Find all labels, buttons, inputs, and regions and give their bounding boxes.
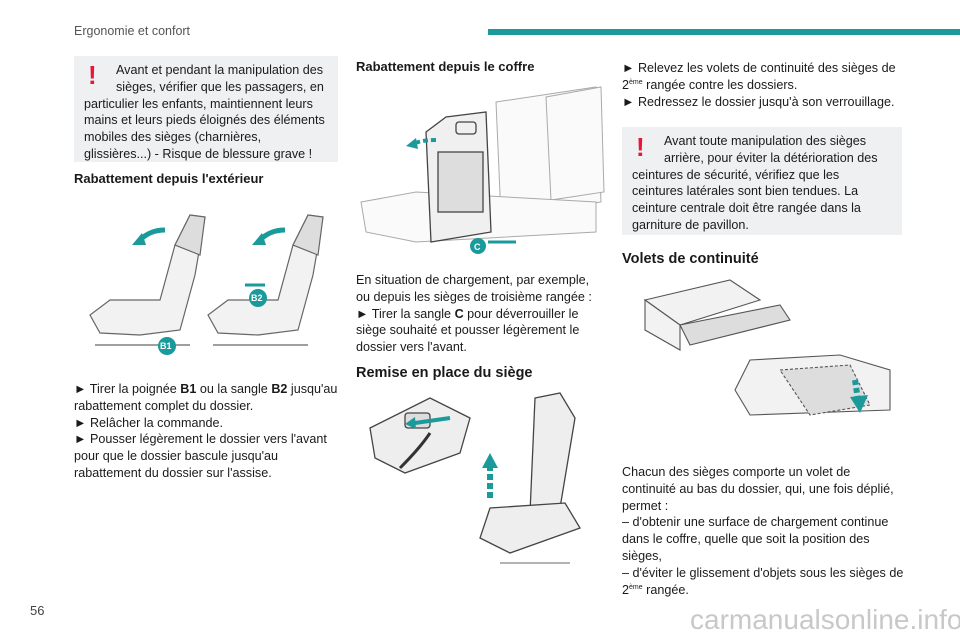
warning-text: ceintures de sécurité, vérifiez que les … [632,167,861,232]
section-heading: Rabattement depuis l'extérieur [74,171,264,186]
label-c: C [474,242,481,252]
section-heading: Remise en place du siège [356,365,533,381]
section-heading: Rabattement depuis le coffre [356,59,535,74]
list-item: – d'obtenir une surface de chargement co… [622,515,889,563]
instructions-exterior: ► Tirer la poignée B1 ou la sangle B2 ju… [74,381,340,482]
illustration-continuity-flaps [643,279,891,416]
section-heading: Volets de continuité [622,251,759,267]
step: ► Tirer la poignée B1 ou la sangle B2 ju… [74,382,338,413]
illustration-exterior-fold: B1 B2 [89,214,324,355]
step: ► Redressez le dossier jusqu'à son verro… [622,94,895,109]
label-b2: B2 [251,293,263,303]
illustration-seat-reposition [369,392,581,564]
warning-icon: ! [636,132,645,162]
section-title: Ergonomie et confort [74,24,191,38]
list-item: – d'éviter le glissement d'objets sous l… [622,565,904,597]
warning-box: ! Avant toute manipulation des sièges ar… [622,127,902,235]
paragraph: Chacun des sièges comporte un volet de c… [622,465,894,513]
warning-box: ! Avant et pendant la manipulation des s… [74,56,338,162]
step: ► Tirer la sangle C pour déverrouiller l… [356,306,580,355]
header-accent-bar [488,29,960,35]
illustration-trunk-fold: C [360,86,605,254]
warning-text: Avant toute manipulation des sièges [664,134,867,148]
continuity-description: Chacun des sièges comporte un volet de c… [622,464,906,598]
step: ► Relevez les volets de continuité des s… [622,61,896,92]
warning-text: Avant et pendant la manipulation des [116,63,324,77]
step: ► Pousser légèrement le dossier vers l'a… [74,432,327,480]
warning-icon: ! [88,60,97,90]
warning-text: particulier les enfants, maintiennent le… [84,96,325,161]
label-b1: B1 [160,341,172,351]
paragraph: En situation de chargement, par exemple,… [356,273,592,304]
warning-text: arrière, pour éviter la détérioration de… [664,150,878,165]
instructions-trunk: En situation de chargement, par exemple,… [356,272,606,356]
step: ► Relâcher la commande. [74,415,223,430]
instructions-reposition: ► Relevez les volets de continuité des s… [622,60,906,110]
page-number: 56 [30,603,45,618]
warning-text: sièges, vérifier que les passagers, en [116,79,324,94]
watermark: carmanualsonline.info [690,604,960,635]
